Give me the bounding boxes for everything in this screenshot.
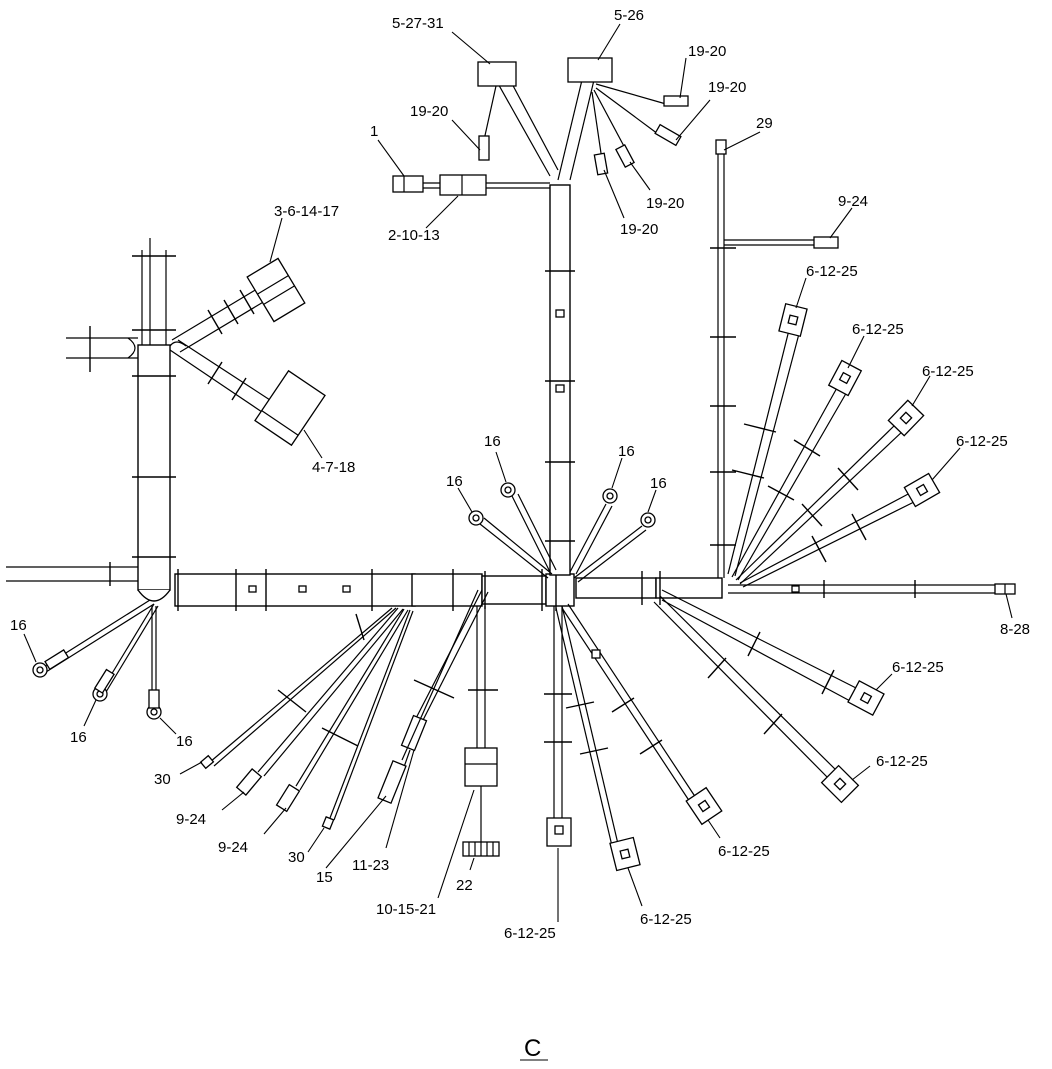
callout-label: 30	[288, 849, 305, 866]
callout-label: 9-24	[218, 839, 248, 856]
upper-right-fan	[727, 302, 941, 588]
callout-label: 19-20	[646, 195, 684, 212]
callout-label: 19-20	[708, 79, 746, 96]
callout-label: 4-7-18	[312, 459, 355, 476]
callout-label: 6-12-25	[876, 753, 928, 770]
centre-bottom-branches	[199, 589, 500, 857]
callout-label: 2-10-13	[388, 227, 440, 244]
callout-label: 19-20	[410, 103, 448, 120]
callout-label: 11-23	[352, 857, 389, 874]
callout-label: 6-12-25	[806, 263, 858, 280]
view-label: C	[524, 1035, 541, 1062]
callout-label: 6-12-25	[640, 911, 692, 928]
centre-vertical-trunk	[392, 57, 689, 576]
callout-label: 29	[756, 115, 773, 132]
callout-label: 6-12-25	[718, 843, 770, 860]
callout-label: 9-24	[838, 193, 868, 210]
callout-label: 16	[650, 475, 667, 492]
callout-label: 16	[10, 617, 27, 634]
callout-label: 16	[446, 473, 463, 490]
callout-label: 22	[456, 877, 473, 894]
callout-label: 1	[370, 123, 378, 140]
main-trunk	[6, 562, 1016, 611]
callout-label: 19-20	[620, 221, 658, 238]
leader-lines	[23, 23, 1013, 1061]
ground-lugs	[32, 482, 656, 720]
callout-label: 16	[70, 729, 87, 746]
callout-label: 5-26	[614, 7, 644, 24]
right-vertical-branch	[710, 139, 839, 578]
branch-3-6-14-17	[171, 257, 306, 353]
callout-label: 16	[618, 443, 635, 460]
callout-label: 6-12-25	[852, 321, 904, 338]
callout-label: 5-27-31	[392, 15, 444, 32]
branch-4-7-18	[169, 339, 326, 447]
left-vertical-trunk	[66, 238, 187, 602]
callout-label: 15	[316, 869, 333, 886]
callout-label: 16	[176, 733, 193, 750]
callout-label: 3-6-14-17	[274, 203, 339, 220]
callout-label: 6-12-25	[922, 363, 974, 380]
callout-label: 6-12-25	[504, 925, 556, 942]
callout-label: 10-15-21	[376, 901, 436, 918]
callout-label: 30	[154, 771, 171, 788]
callout-labels: 5-27-31 5-26 19-20 19-20 19-20 1 29 2-10…	[10, 7, 1030, 942]
callout-label: 19-20	[688, 43, 726, 60]
callout-label: 16	[484, 433, 501, 450]
callout-label: 8-28	[1000, 621, 1030, 638]
callout-label: 6-12-25	[892, 659, 944, 676]
callout-label: 6-12-25	[956, 433, 1008, 450]
callout-label: 9-24	[176, 811, 206, 828]
lower-right-fan	[544, 589, 885, 872]
